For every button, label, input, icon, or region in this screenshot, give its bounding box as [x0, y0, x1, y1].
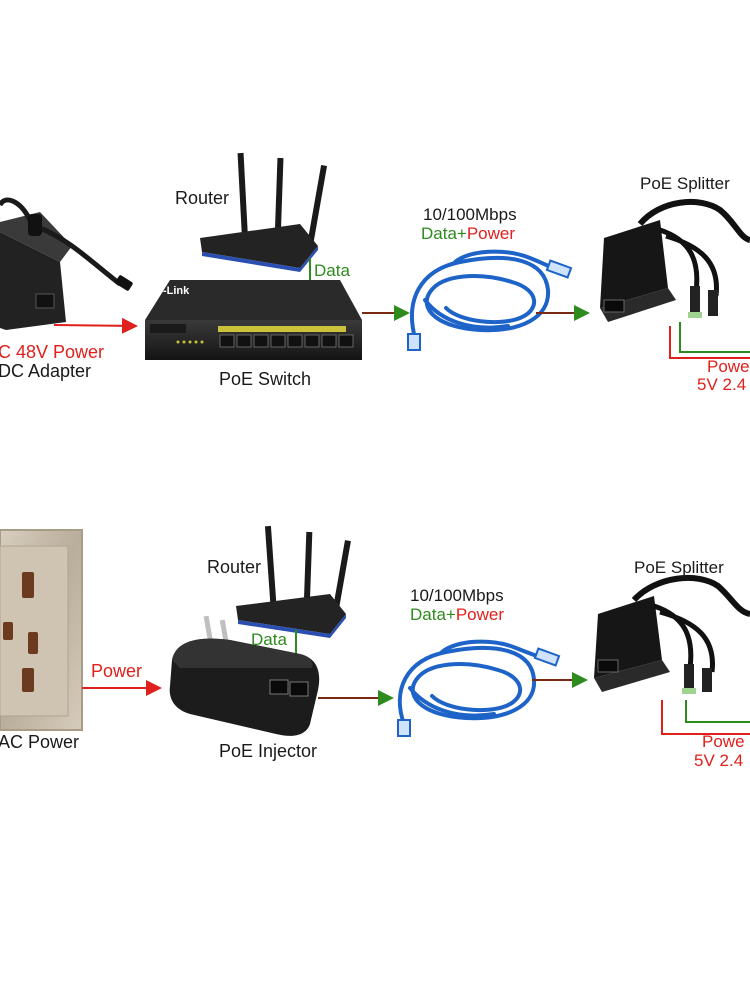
data-plus-text: Data+: [410, 605, 456, 624]
splitter-label: PoE Splitter: [640, 174, 730, 193]
splitter-label: PoE Splitter: [634, 558, 724, 577]
router-icon: [236, 525, 351, 638]
dc-adapter-icon: [0, 197, 133, 330]
ethernet-cable-icon: [407, 249, 573, 351]
switch-label: PoE Switch: [219, 369, 312, 389]
data-label: Data: [251, 630, 287, 649]
power-text: Power: [466, 224, 516, 243]
poe-switch-icon: [145, 280, 362, 360]
ethernet-cable-icon: [397, 639, 561, 737]
poe-splitter-icon: [594, 574, 750, 694]
output-spec-label: 5V 2.4: [697, 375, 747, 394]
wall-socket-icon: [0, 529, 83, 731]
switch-brand: D-Link: [155, 285, 190, 297]
poe-splitter-icon: [600, 198, 750, 322]
speed-label: 10/100Mbps: [423, 205, 517, 224]
output-spec-label: 5V 2.4: [694, 751, 744, 770]
output-power-label: Powe: [702, 732, 745, 751]
poe-injector-icon: [169, 615, 320, 736]
router-icon: [200, 152, 328, 272]
data-power-label: Data+Power: [421, 225, 515, 242]
power-label: Power: [91, 661, 143, 681]
router-label: Router: [175, 188, 230, 208]
output-power-label: Powe: [707, 357, 750, 376]
speed-label: 10/100Mbps: [410, 586, 504, 605]
adapter-label: DC Adapter: [0, 361, 92, 381]
data-plus-text: Data+: [421, 224, 467, 243]
adapter-power-label: C 48V Power: [0, 342, 105, 362]
data-label: Data: [314, 261, 350, 280]
data-power-label: Data+Power: [410, 606, 504, 623]
router-label: Router: [207, 557, 262, 577]
ac-power-label: AC Power: [0, 732, 80, 752]
power-text: Power: [455, 605, 505, 624]
injector-label: PoE Injector: [219, 741, 318, 761]
